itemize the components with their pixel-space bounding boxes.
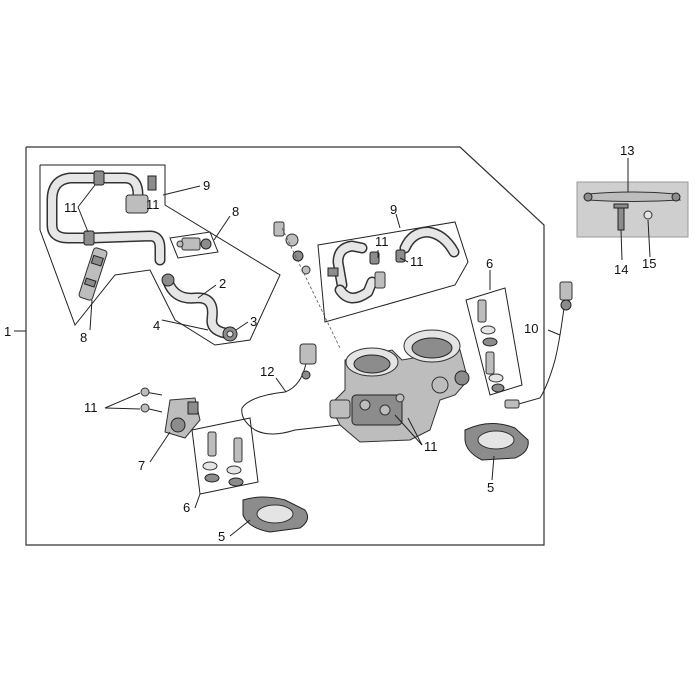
gasket-set-6-lower — [191, 417, 259, 495]
callout-9-left: 9 — [203, 178, 210, 193]
callout-7: 7 — [138, 458, 145, 473]
gasket-set-6-right — [465, 287, 523, 396]
subgroup-9b-outline — [317, 221, 469, 323]
gasket-5-lower — [242, 496, 309, 533]
callout-10: 10 — [524, 321, 538, 336]
callout-5-lower: 5 — [218, 529, 225, 544]
clamp-4 — [161, 273, 175, 287]
inset-panel — [576, 181, 689, 238]
callout-labels: 1 2 3 4 5 5 6 6 7 8 8 9 9 10 11 11 11 11… — [4, 143, 656, 544]
sensor-10 — [504, 281, 573, 409]
callout-1: 1 — [4, 324, 11, 339]
callout-8-left: 8 — [80, 330, 87, 345]
leader-lines — [14, 158, 651, 537]
callout-11-hose-left: 11 — [64, 200, 78, 215]
callout-4: 4 — [153, 318, 160, 333]
gasket-5-right — [464, 423, 529, 461]
callout-12: 12 — [260, 364, 274, 379]
cable-12 — [241, 343, 341, 435]
callout-15: 15 — [642, 256, 656, 271]
throttle-body — [329, 329, 470, 443]
injector-fittings — [273, 221, 341, 349]
screws-11 — [140, 387, 163, 413]
callout-5-right: 5 — [487, 480, 494, 495]
callout-9-center: 9 — [390, 202, 397, 217]
assembly-frame — [25, 146, 545, 546]
center-subgroup-9 — [317, 221, 469, 323]
callout-13: 13 — [620, 143, 634, 158]
callout-11-center-b: 11 — [410, 254, 424, 269]
callout-3: 3 — [250, 314, 257, 329]
clamp-11-b — [83, 230, 95, 246]
callout-11-screws: 11 — [84, 400, 98, 415]
callout-11-center-a: 11 — [375, 234, 389, 249]
clamp-11-a — [93, 170, 105, 186]
subgroup-9-outline — [39, 164, 281, 346]
small-fitting — [147, 175, 157, 191]
top-left-subgroup — [39, 164, 281, 346]
callout-14: 14 — [614, 262, 628, 277]
fitting-8 — [169, 231, 219, 259]
callout-8-right: 8 — [232, 204, 239, 219]
callout-2: 2 — [219, 276, 226, 291]
callout-6-lower: 6 — [183, 500, 190, 515]
sensor-7 — [164, 397, 201, 439]
quick-connector — [125, 194, 149, 214]
callout-11-throttle: 11 — [424, 439, 438, 454]
callout-11-hose-top: 11 — [146, 197, 160, 212]
injector-8-left — [78, 247, 108, 301]
callout-6-right: 6 — [486, 256, 493, 271]
